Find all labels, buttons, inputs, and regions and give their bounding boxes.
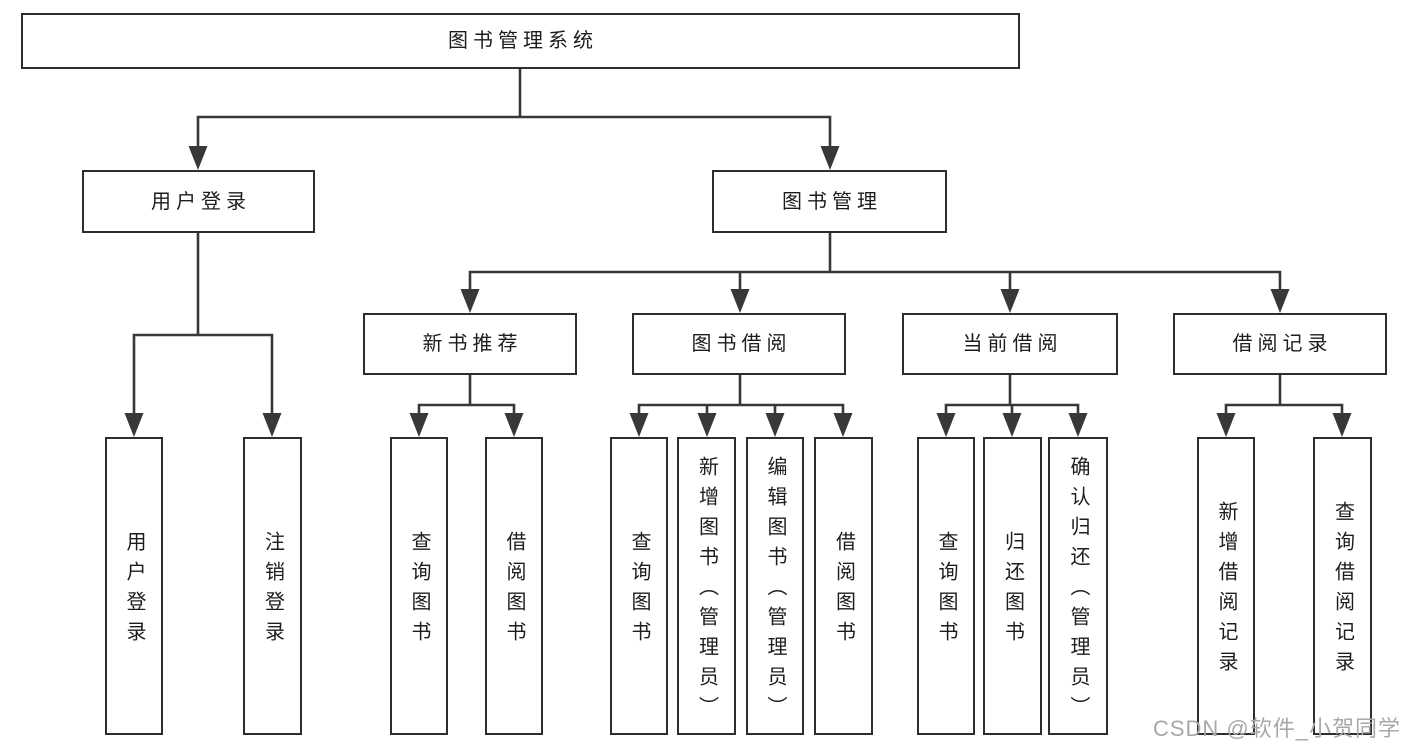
node-label: 借阅图书	[503, 531, 525, 651]
leaf-bb-edit-books-admin: 编辑图书（管理员）	[746, 437, 804, 735]
node-label: 新增借阅记录	[1215, 501, 1237, 681]
node-label: 确认归还（管理员）	[1067, 456, 1089, 726]
leaf-nbr-borrow-books: 借阅图书	[485, 437, 543, 735]
node-label: 用户登录	[123, 531, 145, 651]
leaf-cb-query-books: 查询图书	[917, 437, 975, 735]
leaf-logout: 注销登录	[243, 437, 302, 735]
csdn-watermark: CSDN @软件_小贺同学	[1152, 716, 1401, 741]
node-current-borrow: 当前借阅	[902, 313, 1118, 375]
node-label: 查询图书	[935, 531, 957, 651]
node-label: 用户登录	[151, 190, 251, 213]
leaf-nbr-query-books: 查询图书	[390, 437, 448, 735]
node-new-book-recommend: 新书推荐	[363, 313, 577, 375]
leaf-bb-borrow-books: 借阅图书	[814, 437, 873, 735]
node-label: 新增图书（管理员）	[695, 456, 718, 726]
leaf-br-query-record: 查询借阅记录	[1313, 437, 1372, 735]
arrow-down-icons	[124, 146, 1352, 437]
node-label: 归还图书	[1001, 531, 1024, 651]
leaf-br-add-record: 新增借阅记录	[1197, 437, 1255, 735]
node-label: 当前借阅	[962, 333, 1063, 355]
node-label: 新书推荐	[422, 333, 523, 355]
node-label: 查询图书	[628, 531, 650, 651]
node-borrow-records: 借阅记录	[1173, 313, 1387, 375]
node-book-management: 图书管理	[712, 170, 947, 233]
node-book-borrow: 图书借阅	[632, 313, 846, 375]
leaf-user-login: 用户登录	[105, 437, 163, 735]
connector-paths	[132, 69, 1344, 419]
node-label: 借阅记录	[1232, 333, 1333, 355]
leaf-cb-return-books: 归还图书	[983, 437, 1042, 735]
node-label: 借阅图书	[832, 531, 855, 651]
leaf-bb-query-books: 查询图书	[610, 437, 668, 735]
node-user-login: 用户登录	[82, 170, 315, 233]
node-label: 图书管理系统	[448, 30, 598, 52]
node-label: 查询借阅记录	[1331, 501, 1354, 681]
node-label: 注销登录	[261, 531, 284, 651]
node-root-library-system: 图书管理系统	[21, 13, 1020, 69]
leaf-bb-add-books-admin: 新增图书（管理员）	[677, 437, 736, 735]
node-label: 编辑图书（管理员）	[764, 456, 786, 726]
node-label: 图书借阅	[691, 333, 792, 355]
leaf-cb-confirm-return-admin: 确认归还（管理员）	[1048, 437, 1108, 735]
node-label: 图书管理	[782, 190, 882, 213]
node-label: 查询图书	[408, 531, 430, 651]
